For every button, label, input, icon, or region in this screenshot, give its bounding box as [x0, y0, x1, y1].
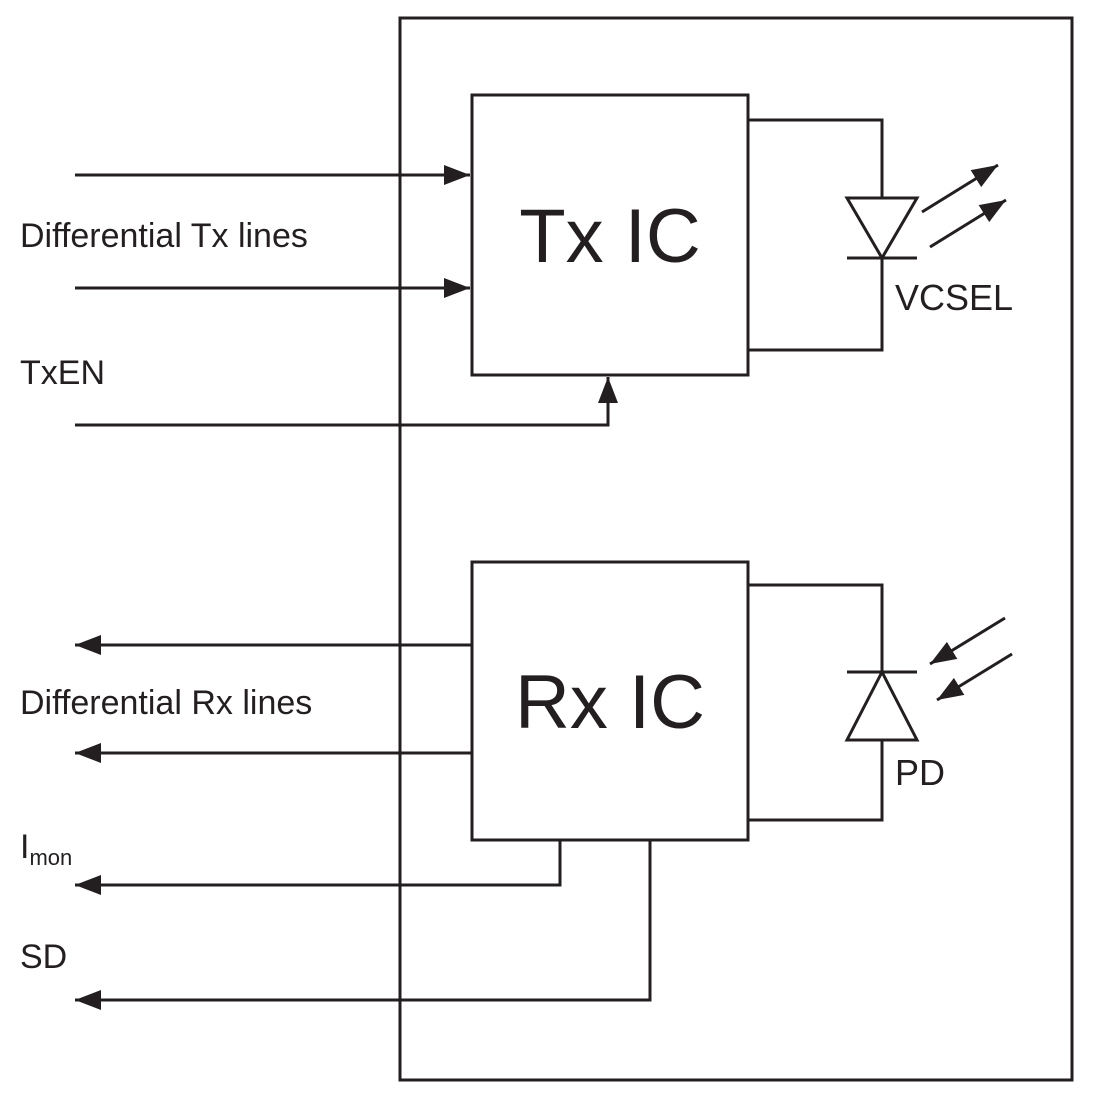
light-out-arrow-2 — [929, 198, 1007, 249]
pd-diode-triangle — [844, 668, 920, 742]
imon-label-subscript: mon — [29, 845, 72, 870]
sd-label: SD — [20, 938, 67, 976]
vcsel-label: VCSEL — [895, 277, 1013, 318]
differential-tx-label: Differential Tx lines — [20, 217, 308, 255]
sd-line — [75, 840, 652, 1010]
txen-line — [75, 377, 618, 427]
vcsel-diode-icon — [844, 196, 920, 261]
rx-ic-box — [470, 560, 750, 842]
differential-rx-label: Differential Rx lines — [20, 684, 312, 722]
tx-ic-label: Tx IC — [519, 194, 701, 279]
rx-ic-label: Rx IC — [515, 660, 705, 745]
imon-label: Imon — [20, 828, 72, 870]
imon-label-base: I — [20, 828, 29, 866]
light-emission-arrows-icon — [921, 163, 1007, 249]
photodiode-icon — [844, 668, 920, 742]
imon-line — [75, 840, 562, 895]
vcsel-diode-triangle — [844, 196, 920, 261]
pd-label: PD — [895, 752, 945, 793]
txen-label: TxEN — [20, 354, 105, 392]
light-incident-arrows-icon — [929, 616, 1013, 702]
light-out-arrow-1 — [921, 163, 999, 214]
light-in-arrow-2 — [936, 652, 1013, 702]
light-in-arrow-1 — [929, 616, 1006, 666]
tx-ic-box — [470, 93, 750, 377]
